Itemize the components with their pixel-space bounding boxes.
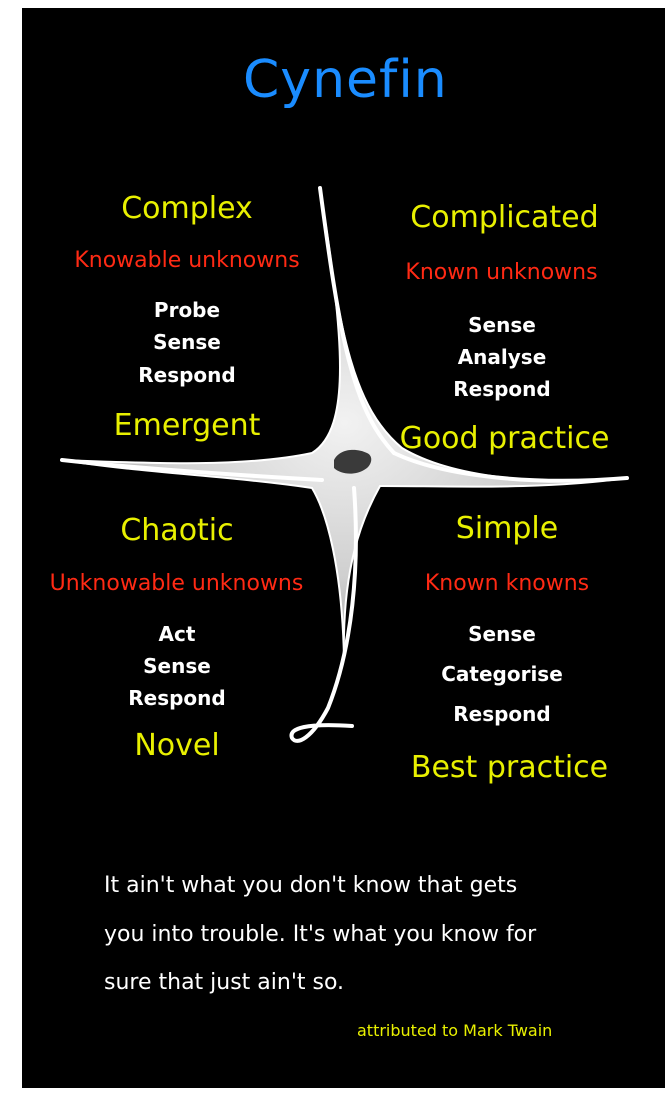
quote-line-3: sure that just ain't so.	[104, 970, 344, 995]
complicated-step-3: Respond	[442, 377, 562, 401]
simple-step-3: Respond	[442, 702, 562, 726]
simple-step-2: Categorise	[427, 662, 577, 686]
chaotic-step-2: Sense	[117, 654, 237, 678]
complicated-domain-name: Complicated	[397, 200, 612, 235]
page-title: Cynefin	[243, 50, 443, 110]
complex-domain-name: Complex	[97, 191, 277, 226]
chaotic-step-3: Respond	[117, 686, 237, 710]
simple-practice: Best practice	[402, 750, 617, 785]
simple-domain-name: Simple	[432, 511, 582, 546]
complicated-step-2: Analyse	[442, 345, 562, 369]
quote-attribution: attributed to Mark Twain	[357, 1021, 552, 1040]
chaotic-knowledge-label: Unknowable unknowns	[34, 571, 319, 596]
chaotic-practice: Novel	[107, 728, 247, 763]
complex-step-3: Respond	[127, 363, 247, 387]
quote-line-1: It ain't what you don't know that gets	[104, 873, 517, 898]
cynefin-card: Cynefin Complex Knowable unknowns Probe …	[22, 8, 665, 1088]
quote-line-2: you into trouble. It's what you know for	[104, 922, 536, 947]
complicated-knowledge-label: Known unknowns	[394, 260, 609, 285]
complicated-step-1: Sense	[442, 313, 562, 337]
complex-practice: Emergent	[97, 408, 277, 443]
chaotic-domain-name: Chaotic	[97, 513, 257, 548]
chaotic-step-1: Act	[117, 622, 237, 646]
complex-knowledge-label: Knowable unknowns	[57, 248, 317, 273]
simple-knowledge-label: Known knowns	[407, 571, 607, 596]
complex-step-2: Sense	[127, 330, 247, 354]
complicated-practice: Good practice	[392, 421, 617, 456]
complex-step-1: Probe	[127, 298, 247, 322]
simple-step-1: Sense	[442, 622, 562, 646]
